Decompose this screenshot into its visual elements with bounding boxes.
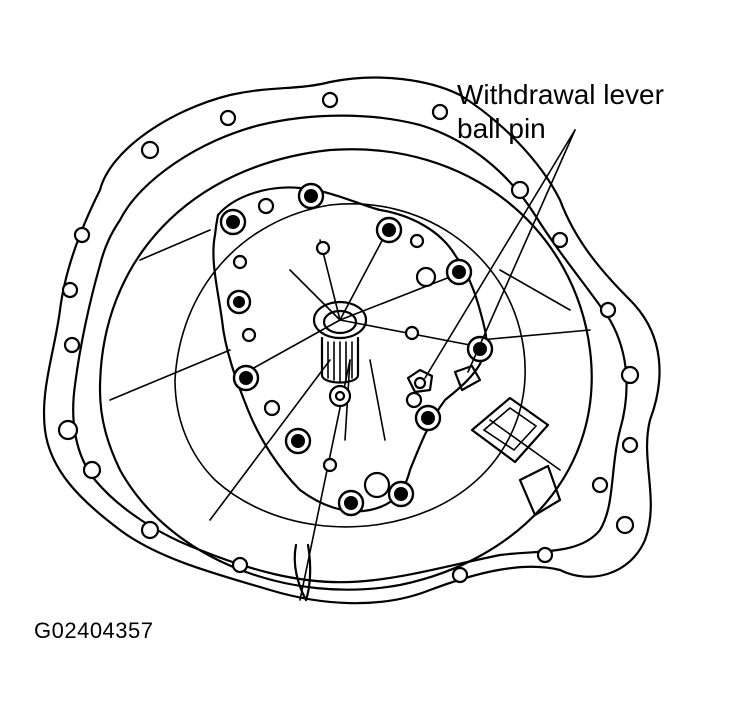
extension-housing-bolts	[219, 182, 494, 517]
callout-leader-lines	[424, 129, 576, 379]
flange-hole	[219, 109, 237, 127]
figure-id: G02404357	[34, 618, 154, 643]
flange-hole	[551, 231, 569, 249]
case-hole	[315, 240, 331, 256]
case-hole	[415, 266, 437, 288]
extension-housing-plate	[212, 186, 488, 513]
flange-hole	[231, 556, 249, 574]
bolt	[445, 258, 473, 286]
bolt	[466, 335, 494, 363]
flange-hole	[57, 419, 79, 441]
flange-hole	[73, 226, 91, 244]
flange-hole	[140, 140, 160, 160]
case-inner-ring	[174, 203, 526, 528]
flange-hole	[615, 515, 635, 535]
case-hole	[405, 391, 423, 409]
bolt	[284, 427, 312, 455]
case-hole	[363, 471, 391, 499]
callout-line-1: Withdrawal lever	[457, 79, 664, 110]
flange-hole	[451, 566, 469, 584]
case-hole	[241, 327, 257, 343]
inspection-window	[470, 396, 562, 517]
bolt	[297, 182, 325, 210]
case-hole	[232, 254, 248, 270]
release-fork-stem	[293, 543, 312, 602]
bolt	[387, 480, 415, 508]
flange-hole	[621, 436, 639, 454]
bolt	[226, 289, 252, 315]
bolt	[414, 404, 442, 432]
case-hole	[409, 233, 425, 249]
case-hole	[263, 399, 281, 417]
housing-outer-outline	[42, 76, 661, 605]
bolt	[375, 216, 403, 244]
flange-holes	[57, 91, 640, 584]
flange-hole	[591, 476, 609, 494]
flange-hole	[620, 365, 640, 385]
bolt	[337, 489, 365, 517]
bell-housing-circle	[98, 148, 593, 591]
callout-line-2: ball pin	[457, 113, 546, 144]
flange-hole	[510, 180, 530, 200]
case-hole	[404, 325, 420, 341]
output-shaft	[312, 300, 368, 408]
flange-hole	[599, 301, 617, 319]
leader-line	[467, 129, 576, 373]
callout-label: Withdrawal lever ball pin	[457, 78, 664, 146]
bolt	[232, 364, 260, 392]
withdrawal-lever-ball-pin	[406, 364, 482, 394]
leader-line	[424, 129, 576, 379]
flange-hole	[82, 460, 102, 480]
case-hole	[257, 197, 275, 215]
flange-hole	[321, 91, 339, 109]
flange-hole	[431, 103, 449, 121]
bolt	[219, 208, 247, 236]
small-case-holes	[232, 197, 437, 499]
flange-hole	[140, 520, 160, 540]
flange-hole	[63, 336, 81, 354]
case-hole	[322, 457, 338, 473]
flange-hole	[536, 546, 554, 564]
flange-hole	[61, 281, 79, 299]
